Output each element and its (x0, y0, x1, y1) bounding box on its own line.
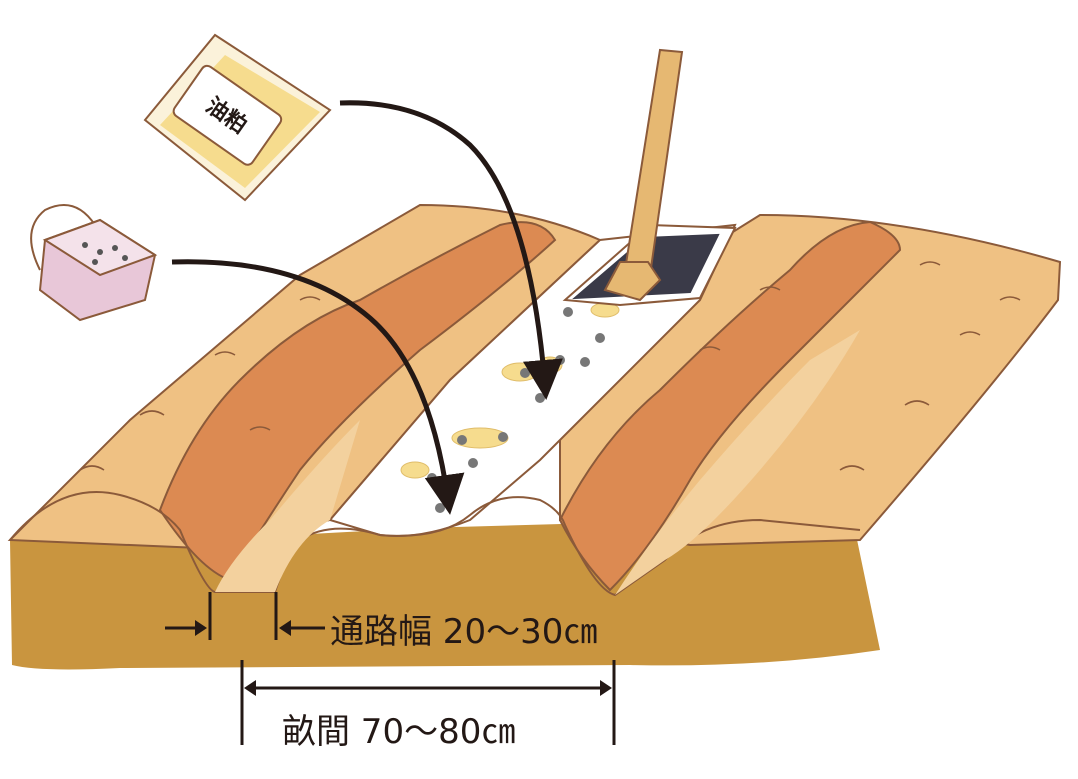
trowel-icon (562, 48, 737, 307)
path-width-dimension (165, 592, 325, 640)
bed-cross-section (9, 491, 861, 597)
arrow-oil-cake-to-furrow (339, 100, 563, 400)
arrow-fertilizer-to-furrow (171, 259, 465, 515)
right-bed-side-band (615, 330, 860, 595)
path-width-label: 通路幅 20〜30㎝ (330, 612, 598, 652)
bed-spacing-label: 畝間 70〜80㎝ (282, 712, 516, 752)
fertilizer-box-icon (30, 204, 158, 322)
left-bed-side-band (215, 420, 360, 592)
bed-spacing-dimension (240, 660, 616, 745)
soil-texture (79, 261, 1021, 471)
oil-cake-bag-icon: 油粕 (143, 33, 332, 202)
right-bed-ridge (558, 220, 902, 592)
